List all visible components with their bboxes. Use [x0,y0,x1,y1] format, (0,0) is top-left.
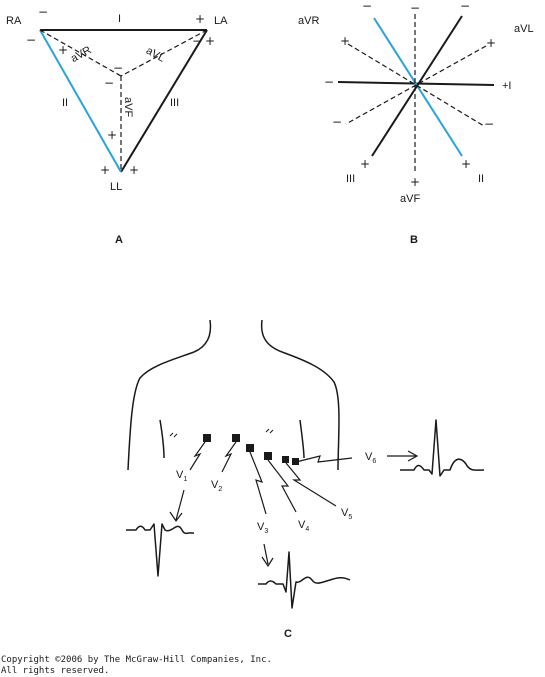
vertex-label-ll: LL [110,181,122,193]
hexaxial-minus-top-left: − [362,0,372,13]
la-plus-sign-top: + [195,12,205,26]
vertex-label-la: LA [214,15,228,27]
lead-ii-label: II [62,97,68,109]
hexaxial-plus-avr: + [340,34,350,48]
panel-label-c: C [284,628,292,640]
right-armpit-line [299,419,305,459]
right-nipple-mark [265,428,274,434]
v4-leader-line [267,459,297,513]
copyright-line-2: All rights reserved. [1,666,110,676]
neck-right-line [260,319,283,353]
v1-arrow [169,489,185,523]
v6-arrow [387,450,419,462]
v3-arrow [261,543,274,568]
v1-ecg-trace [126,523,194,577]
center-minus-sign: − [113,61,123,75]
ra-minus-sign-side: − [26,33,36,47]
left-nipple-mark [169,432,178,438]
ra-minus-sign-top: − [38,5,48,19]
lead-iii-label: III [170,97,179,109]
hexaxial-lead-ii-line [373,17,463,157]
hexaxial-avr-label: aVR [298,15,319,27]
v2-leader-line [221,441,237,473]
lead-v5-label: V5 [341,507,352,521]
electrode-v5 [282,456,289,463]
la-plus-sign-side: + [205,34,215,48]
lead-v2-label: V2 [211,479,222,493]
lead-v1-label: V1 [176,469,187,483]
lead-avf-label: aVF [122,97,134,117]
hexaxial-minus-top-right: − [460,0,470,13]
ll-plus-sign-right: + [129,163,139,177]
hexaxial-plus-iii: + [360,157,370,171]
electrode-v4 [264,452,272,460]
v6-leader-line [295,455,353,463]
hexaxial-minus-lead-i: − [324,75,334,89]
hexaxial-lead-i-label: +I [502,80,511,92]
v6-ecg-trace [400,419,485,477]
hexaxial-plus-ii: + [461,157,471,171]
electrode-v6 [292,458,299,465]
center-minus-sign-avf: − [104,76,114,90]
electrode-markers [203,434,299,465]
lead-v3-label: V3 [257,521,268,535]
lead-v4-label: V4 [298,519,309,533]
left-shoulder-line [127,351,195,471]
neck-left-line [193,319,212,353]
v3-ecg-trace [258,551,351,609]
lead-leader-lines [189,441,353,515]
electrode-v3 [246,444,254,452]
hexaxial-lead-ii-label: II [478,173,484,185]
left-armpit-line [159,419,165,459]
lead-labels: V1 V2 V3 V4 V5 V6 [176,451,376,535]
v1-leader-line [189,441,206,471]
ll-plus-sign-left: + [100,163,110,177]
nipple-marks [169,428,274,438]
hexaxial-avl-line [345,45,487,125]
einthoven-triangle: RA LA LL I II III aVR aVL aVF − − + + − … [6,5,228,246]
v5-leader-line [285,462,337,507]
hexaxial-plus-avl: + [486,36,496,50]
la-minus-sign-avl: − [192,34,202,48]
hexaxial-avl-label: aVL [514,23,534,35]
v3-leader-line [249,451,267,515]
lead-i-label: I [118,13,121,25]
hexaxial-reference: aVR aVL +I II III aVF − − − + + − − − + … [298,0,534,246]
hexaxial-avr-line [347,43,485,127]
avf-plus-sign: + [107,128,117,142]
electrode-v2 [232,434,240,442]
electrode-v1 [203,434,211,442]
hexaxial-minus-avr: − [484,117,494,131]
torso-outline [127,319,340,471]
ecg-traces [126,419,485,609]
lead-v6-label: V6 [365,451,376,465]
hexaxial-lead-iii-label: III [346,173,355,185]
lead-iii-line [120,29,208,173]
lead-avr-label: aVR [69,44,94,65]
trace-arrows [169,450,419,568]
right-shoulder-line [281,351,340,471]
lead-ii-line [39,29,122,173]
avl-axis-line [120,29,208,77]
copyright-line-1: Copyright ©2006 by The McGraw-Hill Compa… [1,655,272,665]
panel-label-a: A [115,234,123,246]
hexaxial-minus-avl: − [332,115,342,129]
vertex-label-ra: RA [6,15,22,27]
panel-label-b: B [410,234,418,246]
hexaxial-minus-top-center: − [410,1,420,15]
hexaxial-plus-avf: + [410,175,420,189]
hexaxial-avf-label: aVF [400,193,420,205]
avr-plus-sign: + [58,43,68,57]
